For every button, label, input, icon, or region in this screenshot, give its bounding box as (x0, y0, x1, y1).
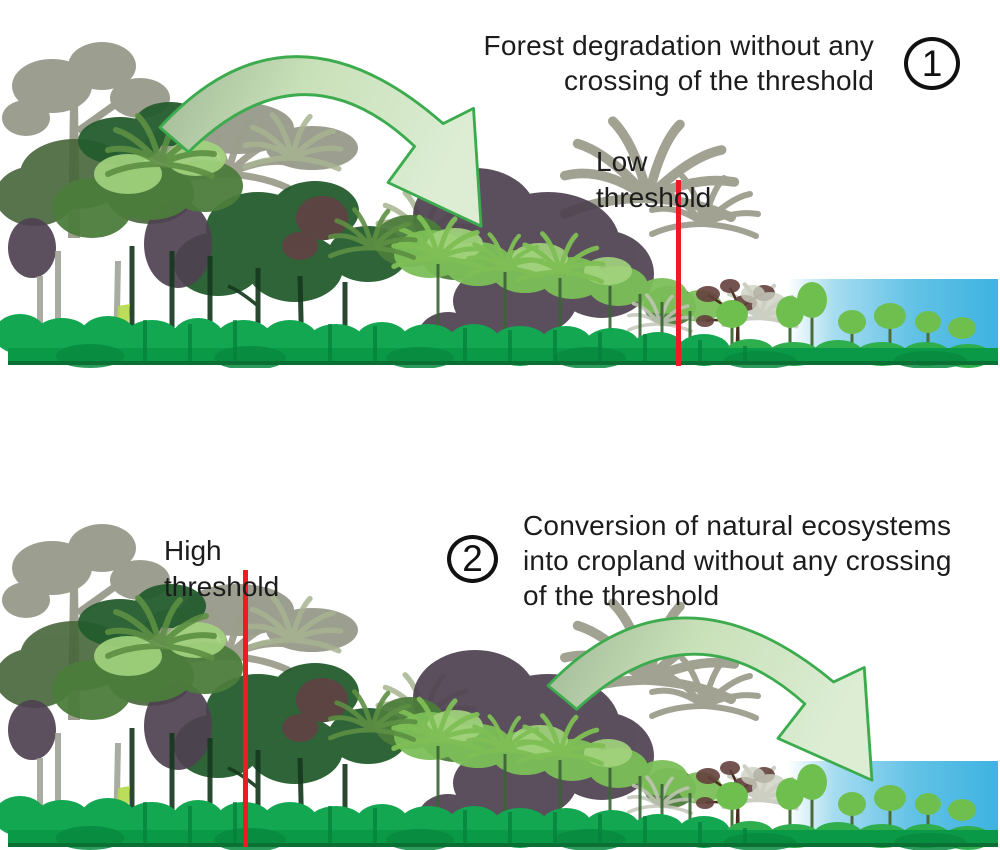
panel1-title-line2: crossing of the threshold (563, 65, 874, 96)
conversion-arrow-icon (546, 616, 874, 782)
panel1-number-badge: 1 (904, 37, 960, 90)
panel1-title: Forest degradation without any crossing … (484, 28, 874, 98)
high-threshold-line (243, 570, 248, 847)
panel2-title-line2: into cropland without any crossing (523, 545, 952, 576)
panel2-number: 2 (462, 538, 483, 579)
low-threshold-line (676, 180, 681, 366)
degradation-arrow-icon (158, 55, 483, 228)
high-threshold-label: High threshold (164, 535, 280, 602)
low-threshold-label: Low threshold (596, 146, 712, 213)
panel1-number: 1 (921, 42, 943, 84)
panel2-title: Conversion of natural ecosystems into cr… (523, 508, 952, 613)
panel2-title-line1: Conversion of natural ecosystems (523, 510, 952, 541)
panel1-title-line1: Forest degradation without any (483, 30, 874, 61)
panel2-title-line3: of the threshold (523, 580, 720, 611)
panel2-number-badge: 2 (447, 535, 498, 583)
